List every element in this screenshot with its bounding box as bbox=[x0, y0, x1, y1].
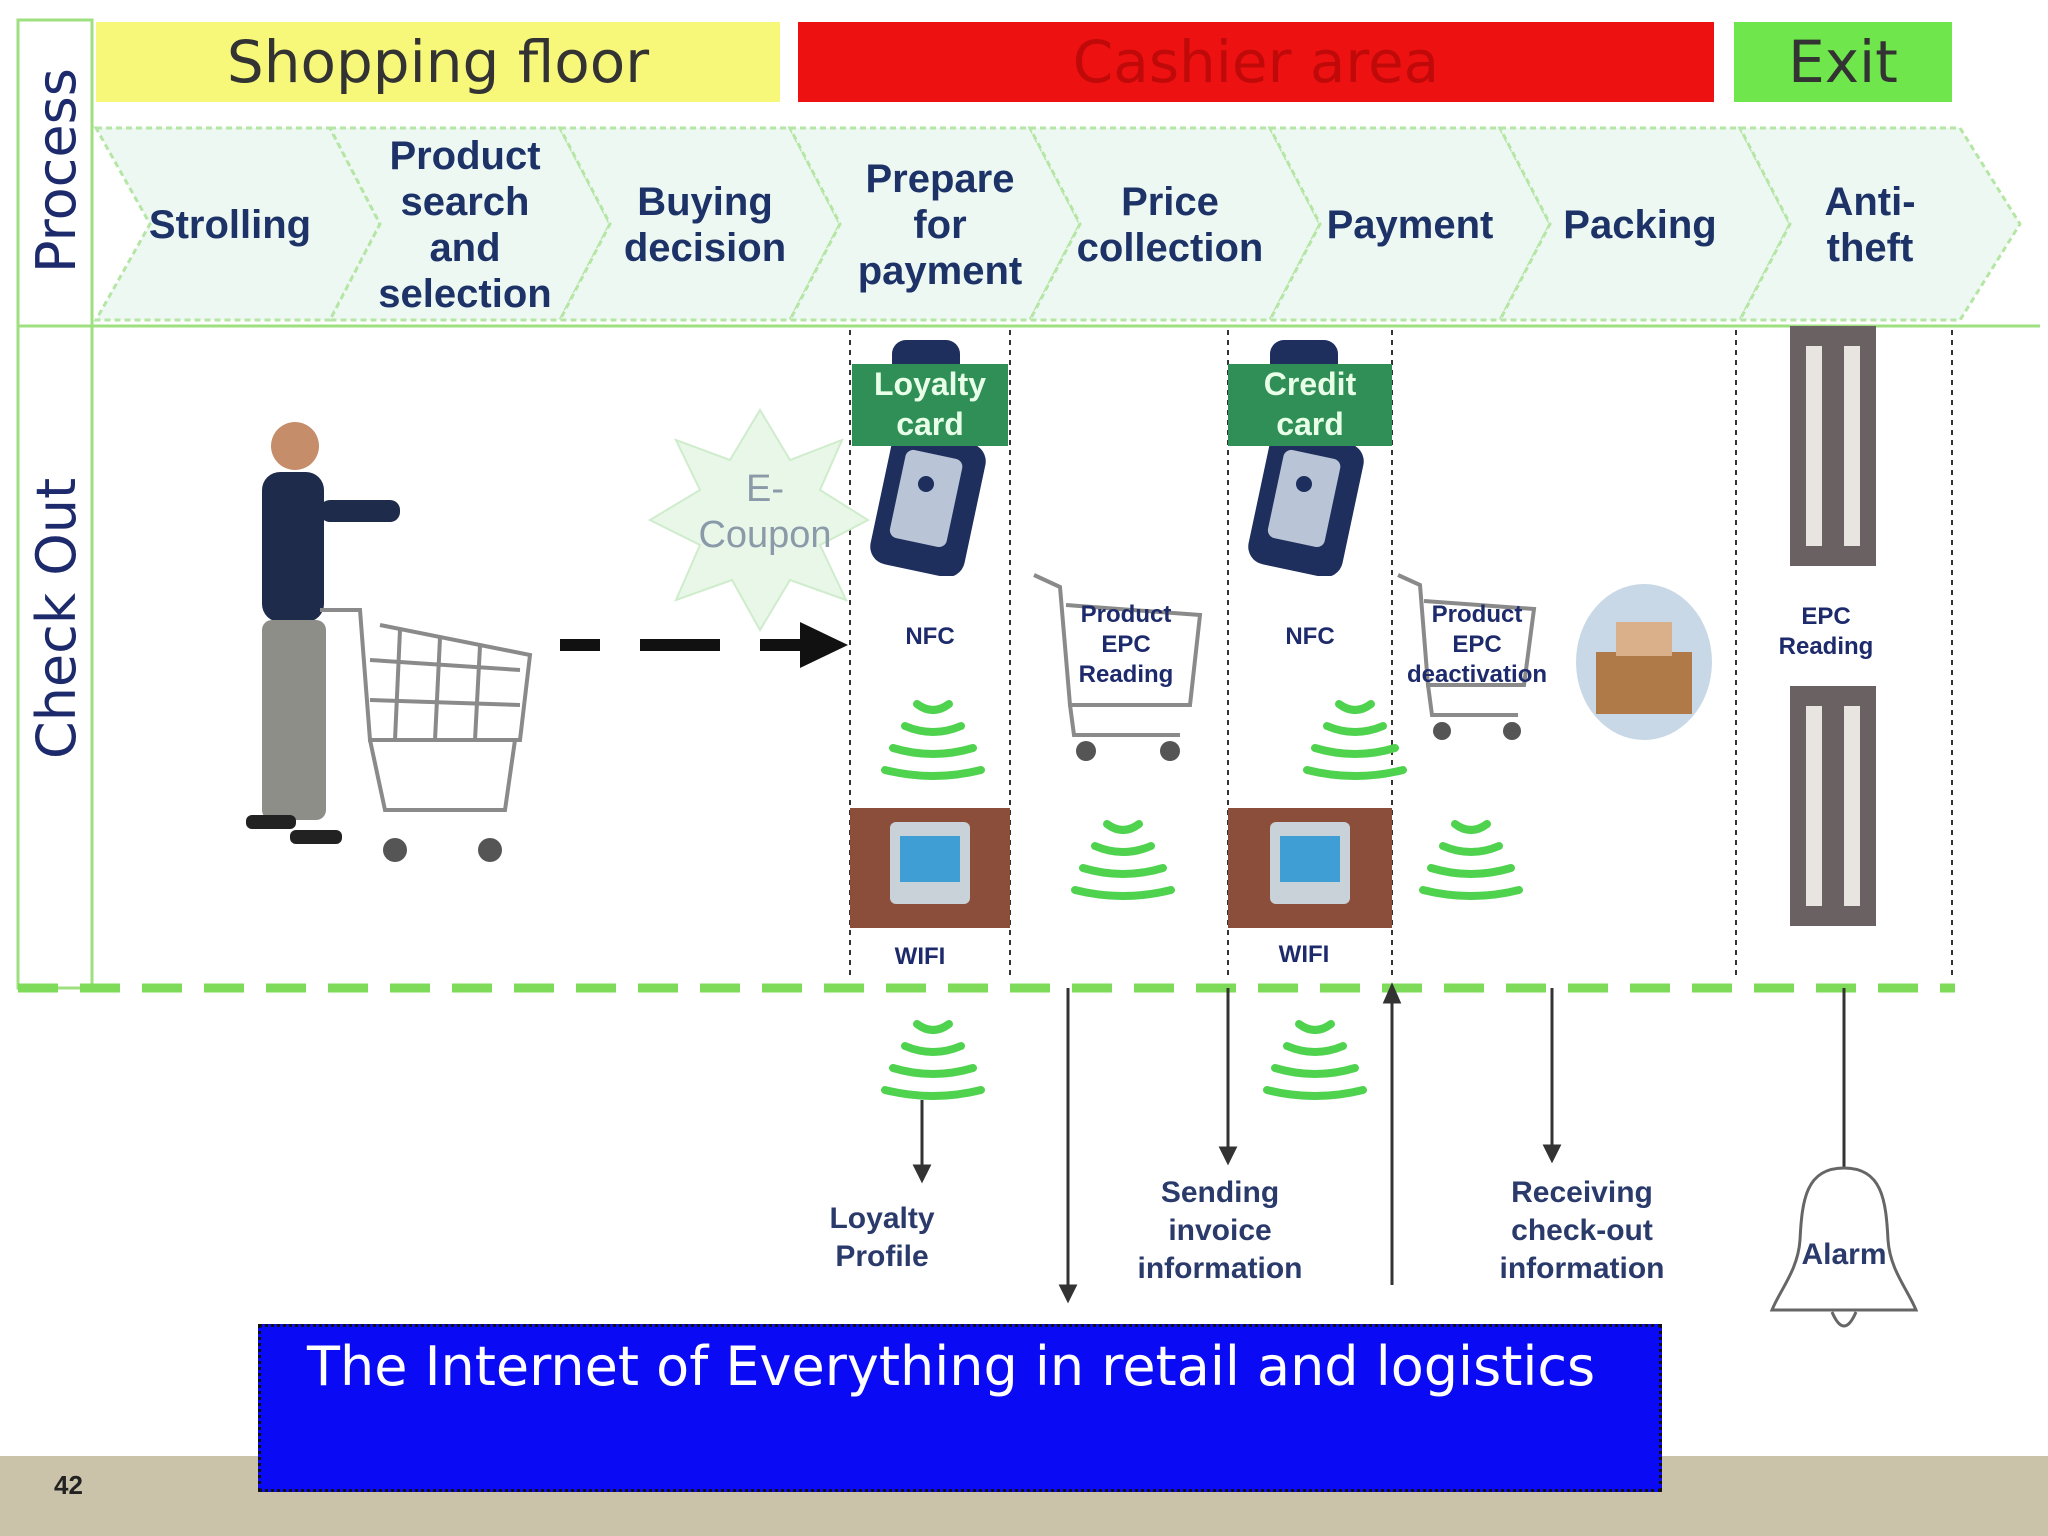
process-step-line: Prepare bbox=[865, 157, 1015, 201]
process-step-line: search bbox=[400, 180, 530, 224]
wifi-label-2: WIFI bbox=[1278, 941, 1330, 968]
process-chevrons bbox=[93, 126, 2022, 322]
caption-text: The Internet of Everything in retail and… bbox=[307, 1335, 1596, 1398]
alarm-bell-icon bbox=[1769, 1166, 1919, 1312]
shopper-with-cart-image bbox=[246, 422, 533, 862]
process-step-8: Anti-theft bbox=[1775, 130, 1965, 320]
product-cart-icon-2 bbox=[1397, 573, 1537, 740]
process-step-line: Strolling bbox=[148, 203, 312, 247]
wifi-label-1: WIFI bbox=[894, 943, 946, 970]
wifi-wave-icon bbox=[1071, 820, 1175, 900]
zone-exit: Exit bbox=[1734, 22, 1952, 102]
zone-cashier-area: Cashier area bbox=[798, 22, 1714, 102]
process-step-line: payment bbox=[857, 249, 1023, 293]
wifi-wave-icon bbox=[1263, 1020, 1367, 1100]
wifi-wave-icon bbox=[1419, 820, 1523, 900]
process-step-line: Payment bbox=[1326, 203, 1494, 247]
process-step-line: theft bbox=[1826, 226, 1914, 270]
process-step-7: Packing bbox=[1520, 130, 1760, 320]
wifi-wave-icon bbox=[1303, 700, 1407, 780]
row-label-process: Process bbox=[25, 68, 88, 273]
product-cart-icon-1 bbox=[1033, 573, 1203, 761]
process-step-line: Price bbox=[1121, 180, 1219, 224]
loyalty-card-phone-icon bbox=[870, 340, 986, 576]
nfc-label-2: NFC bbox=[1285, 623, 1335, 650]
process-step-line: selection bbox=[378, 272, 552, 316]
e-coupon-label: E-Coupon bbox=[698, 468, 832, 556]
packing-photo bbox=[1576, 584, 1712, 740]
page-number: 42 bbox=[54, 1470, 83, 1500]
wifi-wave-icon bbox=[881, 700, 985, 780]
wifi-wave-icon bbox=[881, 1020, 985, 1100]
payment-terminal-image-1 bbox=[850, 808, 1010, 928]
process-step-line: Buying bbox=[637, 180, 773, 224]
caption-box: The Internet of Everything in retail and… bbox=[258, 1324, 1662, 1492]
process-step-line: and bbox=[429, 226, 501, 270]
credit-card-phone-icon bbox=[1248, 340, 1364, 576]
process-step-line: Anti- bbox=[1824, 180, 1916, 224]
process-step-line: Product bbox=[389, 134, 541, 178]
zone-shopping-floor: Shopping floor bbox=[96, 22, 780, 102]
process-step-line: collection bbox=[1076, 226, 1264, 270]
alarm-label: Alarm bbox=[1801, 1238, 1887, 1271]
process-step-1: Strolling bbox=[110, 130, 350, 320]
row-label-checkout: Check Out bbox=[25, 477, 88, 759]
e-coupon-burst bbox=[647, 408, 871, 632]
process-step-line: decision bbox=[623, 226, 787, 270]
process-step-line: Packing bbox=[1563, 203, 1717, 247]
process-step-6: Payment bbox=[1285, 130, 1535, 320]
anti-theft-gates-image bbox=[1790, 326, 1876, 926]
process-step-line: for bbox=[913, 203, 967, 247]
nfc-label-1: NFC bbox=[905, 623, 955, 650]
payment-terminal-image-2 bbox=[1228, 808, 1392, 928]
